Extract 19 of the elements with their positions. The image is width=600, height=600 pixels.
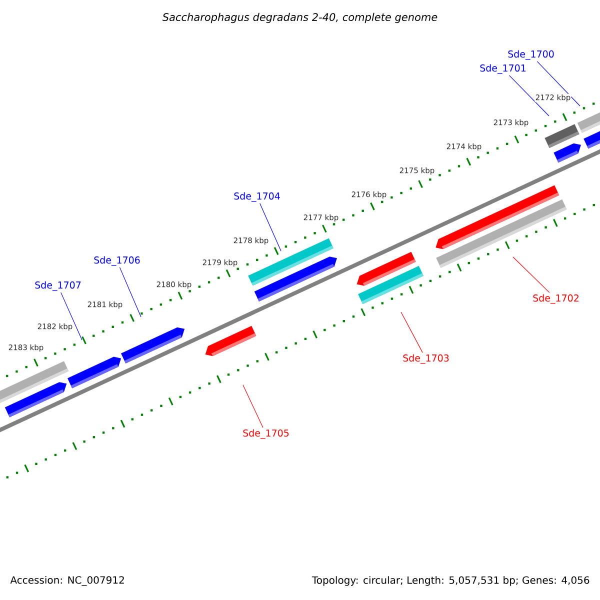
title: Saccharophagus degradans 2-40, complete genome xyxy=(162,12,438,24)
gene-label: Sde_1705 xyxy=(243,429,289,439)
gene-label: Sde_1707 xyxy=(35,281,81,291)
leader-line xyxy=(400,312,423,353)
genome-info-label: Topology: circular; Length: 5,057,531 bp; Genes: 4,056 xyxy=(312,576,590,586)
leader-line xyxy=(260,203,282,252)
leader-line xyxy=(60,292,82,340)
leader-line xyxy=(536,61,580,106)
gene-label: Sde_1704 xyxy=(234,192,280,202)
leader-line xyxy=(509,75,550,116)
gene-label: Sde_1701 xyxy=(480,64,526,74)
gene-label: Sde_1703 xyxy=(403,354,449,364)
accession-label: Accession: NC_007912 xyxy=(10,576,124,586)
gene-label: Sde_1702 xyxy=(533,294,578,304)
gene-label: Sde_1706 xyxy=(94,256,140,266)
gene-label: Sde_1700 xyxy=(508,50,554,60)
leader-line xyxy=(242,384,264,428)
leader-line xyxy=(512,256,550,293)
leader-line xyxy=(119,267,142,318)
